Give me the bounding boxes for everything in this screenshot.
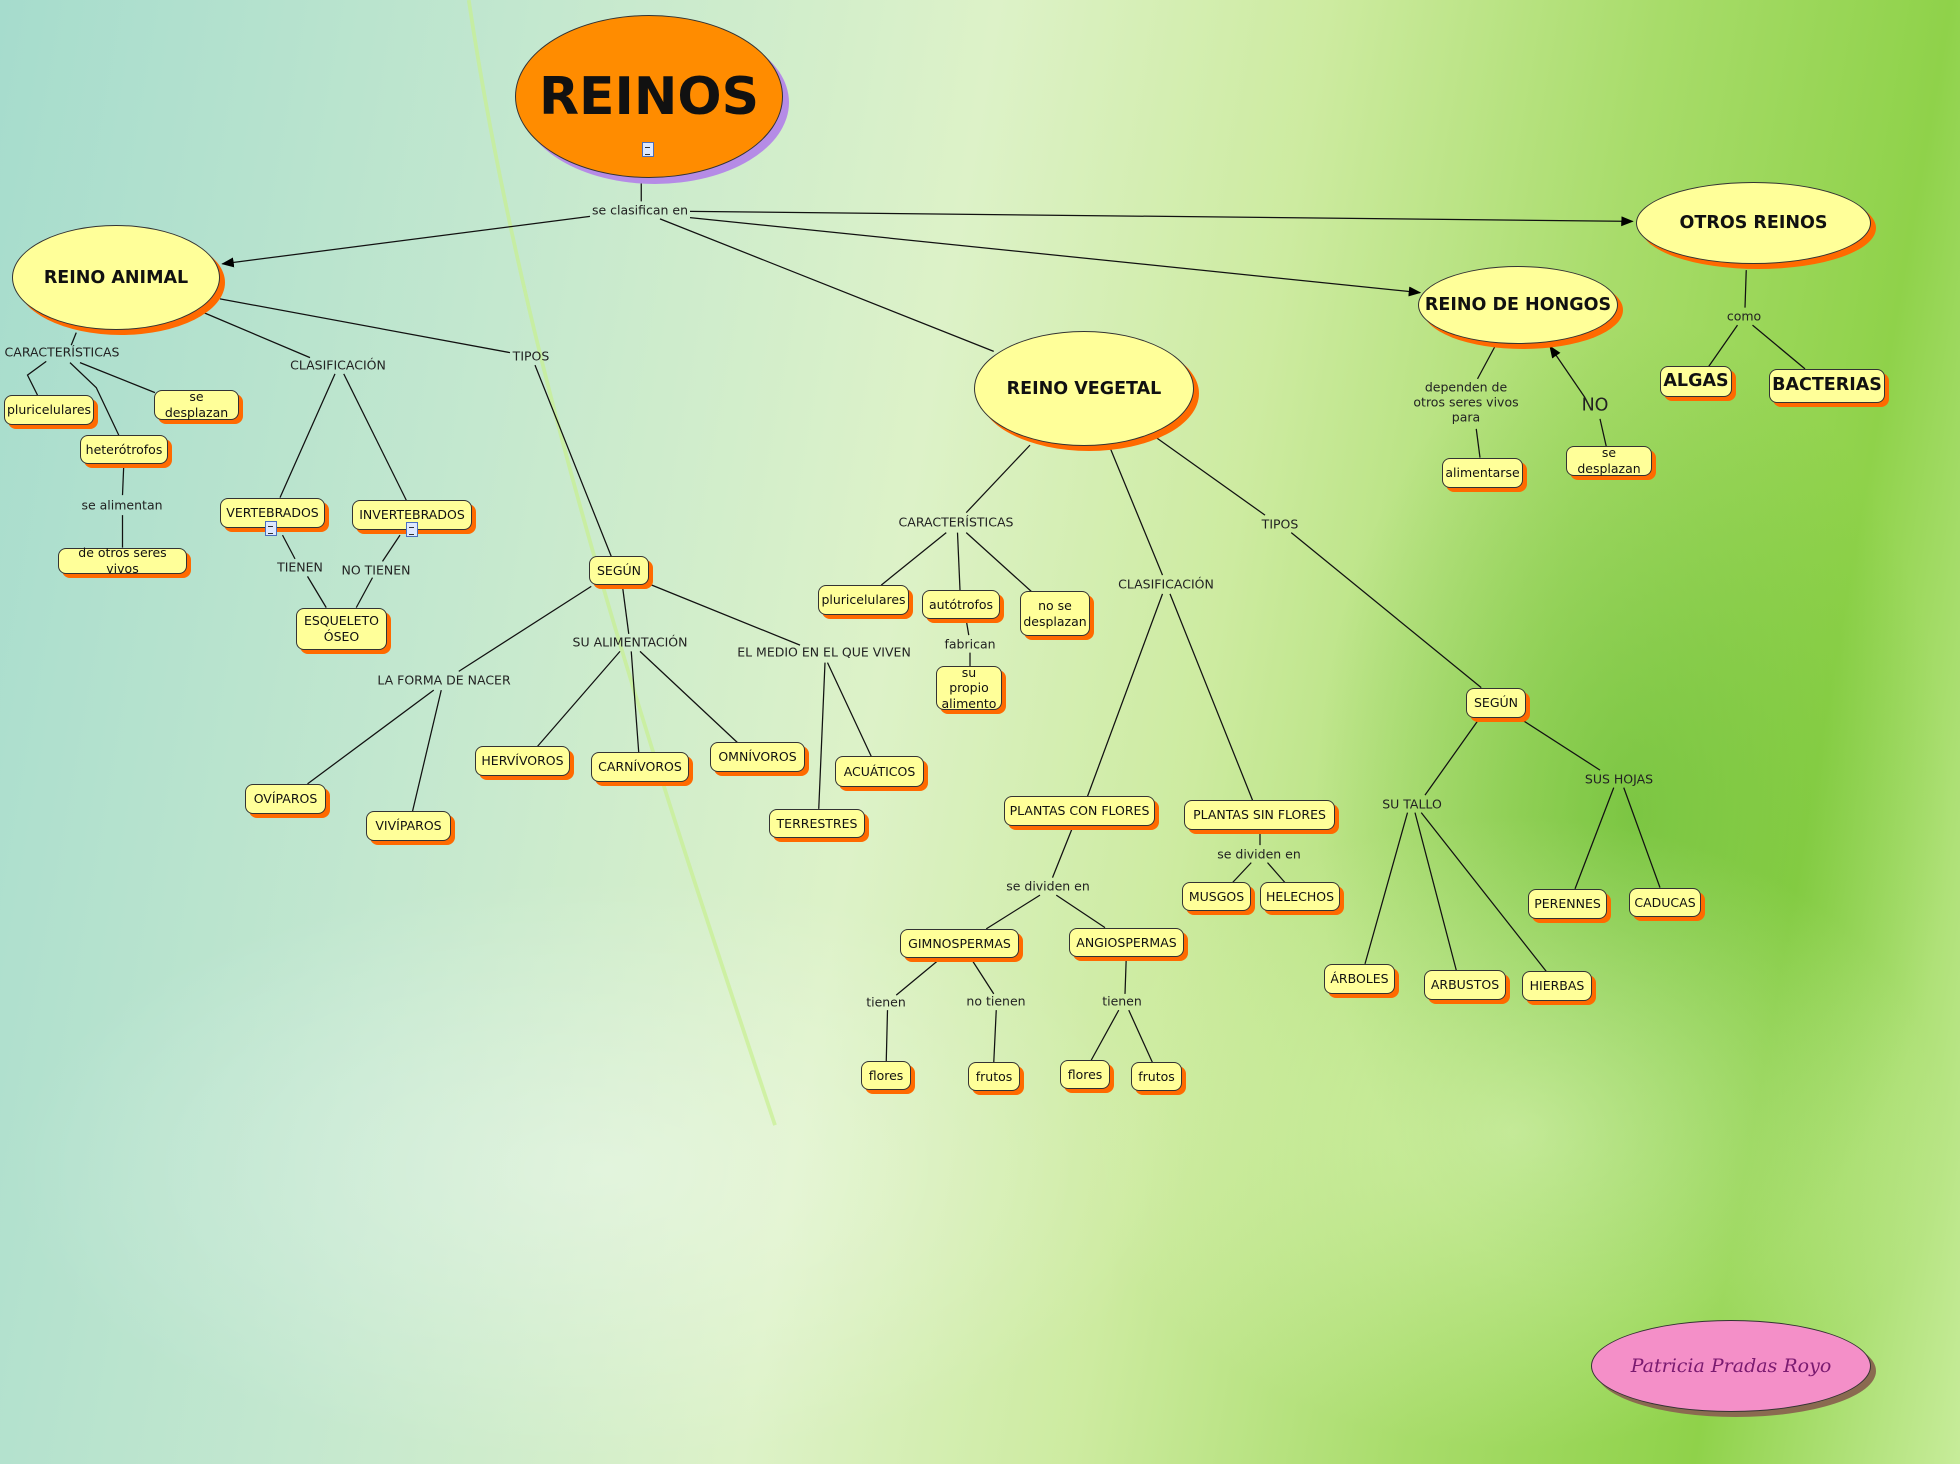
concept-box[interactable]: flores [1060,1060,1110,1089]
concept-box[interactable]: OVÍPAROS [245,784,326,814]
author-name: Patricia Pradas Royo [1630,1355,1832,1377]
concept-box[interactable]: pluricelulares [818,585,909,615]
concept-box[interactable]: frutos [968,1062,1020,1091]
concept-box[interactable]: no se desplazan [1020,591,1090,636]
concept-box[interactable]: MUSGOS [1182,882,1251,911]
concept-box[interactable]: VIVÍPAROS [366,811,451,841]
concept-reino-vegetal[interactable]: REINO VEGETAL [974,331,1194,446]
concept-label: REINO DE HONGOS [1424,295,1612,315]
concept-label: REINO ANIMAL [43,267,189,288]
concept-box[interactable]: PLANTAS CON FLORES [1004,796,1155,826]
link-label: TIENEN [277,559,323,575]
link-label: TIPOS [512,348,550,364]
concept-box[interactable]: CARNÍVOROS [591,752,689,782]
concept-box[interactable]: su propio alimento [936,665,1002,711]
link-label: no tienen [966,993,1026,1009]
link-label: SU TALLO [1382,796,1442,812]
concept-box[interactable]: flores [861,1061,911,1090]
link-label: CARACTERÍSTICAS [4,344,120,360]
link-label: EL MEDIO EN EL QUE VIVEN [737,644,911,660]
link-label: NO TIENEN [341,562,411,578]
link-label: fabrican [944,636,996,652]
link-label: tienen [1102,993,1142,1009]
link-label: se alimentan [81,497,163,513]
attached-document-icon[interactable] [265,521,277,536]
link-label: se dividen en [1217,846,1301,862]
link-label: NO [1581,395,1609,416]
concept-label: REINO VEGETAL [1006,378,1162,399]
link-label: como [1726,308,1762,324]
link-label: TIPOS [1261,516,1299,532]
concept-box[interactable]: SEGÚN [589,556,649,585]
concept-box[interactable]: frutos [1131,1062,1182,1091]
concept-box[interactable]: VERTEBRADOS [220,498,325,528]
link-label: tienen [866,994,906,1010]
concept-box[interactable]: ÁRBOLES [1324,964,1395,994]
concept-otros-reinos[interactable]: OTROS REINOS [1636,182,1871,264]
concept-box[interactable]: de otros seres vivos [58,545,187,576]
concept-box[interactable]: OMNÍVOROS [710,742,805,772]
concept-box[interactable]: SEGÚN [1466,688,1526,718]
concept-box[interactable]: ARBUSTOS [1424,970,1506,1000]
concept-box[interactable]: HIERBAS [1522,971,1592,1001]
link-label: CLASIFICACIÓN [290,357,386,373]
concept-box[interactable]: PERENNES [1528,889,1607,919]
link-label: CLASIFICACIÓN [1118,576,1214,592]
concept-box[interactable]: se desplazan [154,389,239,420]
concept-box[interactable]: HELECHOS [1260,882,1340,911]
link-label: SU ALIMENTACIÓN [572,634,688,650]
link-label: LA FORMA DE NACER [377,672,511,688]
concept-box[interactable]: ACUÁTICOS [835,756,924,787]
concept-reino-animal[interactable]: REINO ANIMAL [12,225,220,330]
concept-box[interactable]: alimentarse [1442,458,1523,488]
link-label: SUS HOJAS [1584,771,1654,787]
concept-box[interactable]: heterótrofos [80,435,168,464]
concept-box[interactable]: se desplazan [1566,445,1652,476]
concept-box[interactable]: pluricelulares [4,395,94,425]
link-label: se clasifican en [591,202,689,218]
concept-box[interactable]: ANGIOSPERMAS [1069,928,1184,957]
link-label: dependen de otros seres vivos para [1413,379,1519,425]
concept-box[interactable]: TERRESTRES [769,809,865,838]
concept-box[interactable]: ESQUELETO ÓSEO [296,608,387,650]
link-label: se dividen en [1006,878,1090,894]
link-label: CARACTERÍSTICAS [898,514,1014,530]
author-signature[interactable]: Patricia Pradas Royo [1591,1320,1871,1412]
concept-box[interactable]: ALGAS [1660,366,1732,397]
attached-document-icon[interactable] [642,142,654,157]
concept-box[interactable]: GIMNOSPERMAS [900,929,1019,958]
concept-box[interactable]: HERVÍVOROS [475,746,570,776]
concept-box[interactable]: autótrofos [922,590,1000,619]
concept-reino-hongos[interactable]: REINO DE HONGOS [1418,266,1618,344]
attached-document-icon[interactable] [406,522,418,537]
root-title: REINOS [538,66,760,127]
concept-box[interactable]: CADUCAS [1629,888,1701,917]
concept-box[interactable]: PLANTAS SIN FLORES [1184,800,1335,830]
concept-box[interactable]: BACTERIAS [1769,369,1885,403]
concept-label: OTROS REINOS [1679,213,1828,233]
